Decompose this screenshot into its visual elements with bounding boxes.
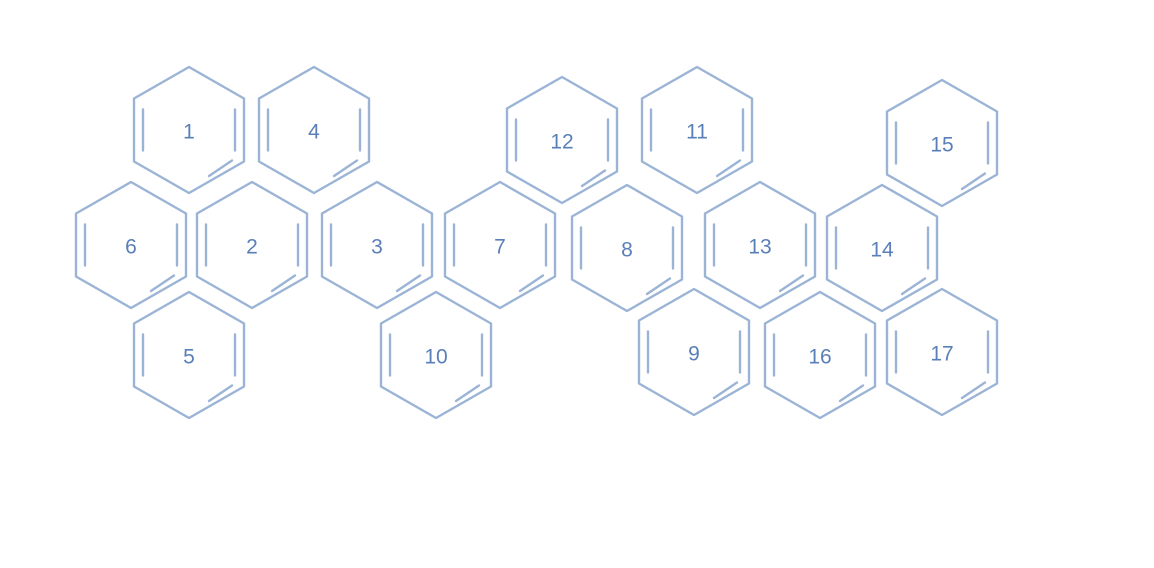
hexagon-outline (379, 290, 493, 420)
lower-right-double-bond (900, 277, 927, 296)
hexagon-ring-6: 6 (74, 180, 188, 310)
hexagon-outline (132, 290, 246, 420)
hexagon-outline (825, 183, 939, 313)
hexagon-ring-3: 3 (320, 180, 434, 310)
lower-right-double-bond (960, 381, 987, 400)
lower-right-double-bond (270, 274, 297, 293)
hexagon-label: 2 (246, 236, 258, 259)
hexagon-ring-17: 17 (885, 287, 999, 417)
hexagon-ring-2: 2 (195, 180, 309, 310)
hexagon-outline (74, 180, 188, 310)
hexagon-outline (195, 180, 309, 310)
hexagon-outline (640, 65, 754, 195)
hexagon-ring-9: 9 (637, 287, 751, 417)
lower-right-double-bond (207, 159, 234, 178)
hexagon-label: 16 (808, 346, 831, 369)
hexagon-label: 8 (621, 239, 633, 262)
hexagon-ring-12: 12 (505, 75, 619, 205)
hexagon-ring-7: 7 (443, 180, 557, 310)
lower-right-double-bond (960, 172, 987, 191)
hexagon-label: 15 (930, 134, 953, 157)
hexagon-outline (703, 180, 817, 310)
hexagon-ring-13: 13 (703, 180, 817, 310)
hexagon-outline (132, 65, 246, 195)
lower-right-double-bond (715, 159, 742, 178)
hexagon-ring-14: 14 (825, 183, 939, 313)
hexagon-label: 17 (930, 343, 953, 366)
lower-right-double-bond (645, 277, 672, 296)
hexagon-label: 10 (424, 346, 447, 369)
hexagon-label: 13 (748, 236, 771, 259)
hexagon-label: 5 (183, 346, 195, 369)
hexagon-label: 7 (494, 236, 506, 259)
hexagon-outline (257, 65, 371, 195)
hexagon-label: 9 (688, 343, 700, 366)
hexagon-label: 4 (308, 121, 320, 144)
hexagon-outline (505, 75, 619, 205)
lower-right-double-bond (149, 274, 176, 293)
lower-right-double-bond (838, 384, 865, 403)
hexagon-outline (885, 287, 999, 417)
hexagon-ring-5: 5 (132, 290, 246, 420)
hexagon-label: 11 (686, 121, 708, 144)
lower-right-double-bond (332, 159, 359, 178)
hexagon-outline (443, 180, 557, 310)
lower-right-double-bond (518, 274, 545, 293)
lower-right-double-bond (778, 274, 805, 293)
hexagon-label: 12 (550, 131, 573, 154)
hexagon-outline (320, 180, 434, 310)
hexagon-label: 3 (371, 236, 383, 259)
hexagon-outline (570, 183, 684, 313)
hexagon-ring-1: 1 (132, 65, 246, 195)
hexagon-label: 1 (183, 121, 195, 144)
hexagon-ring-11: 11 (640, 65, 754, 195)
hexagon-ring-8: 8 (570, 183, 684, 313)
hexagon-ring-4: 4 (257, 65, 371, 195)
lower-right-double-bond (454, 384, 481, 403)
hexagon-outline (885, 78, 999, 208)
hexagon-label: 14 (870, 239, 894, 262)
lower-right-double-bond (712, 381, 739, 400)
hexagon-ring-15: 15 (885, 78, 999, 208)
hexagon-ring-16: 16 (763, 290, 877, 420)
lower-right-double-bond (207, 384, 234, 403)
hexagon-ring-10: 10 (379, 290, 493, 420)
hexagon-label: 6 (125, 236, 137, 259)
hexagon-outline (637, 287, 751, 417)
hexagon-outline (763, 290, 877, 420)
lower-right-double-bond (395, 274, 422, 293)
lower-right-double-bond (580, 169, 607, 188)
